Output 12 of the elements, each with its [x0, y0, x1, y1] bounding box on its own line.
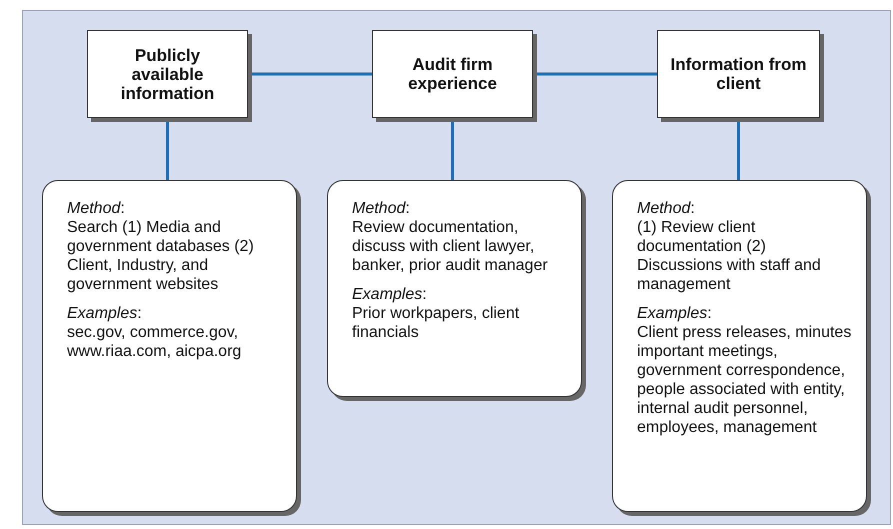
- detail-text: (1) Review client documentation (2) Discussions with staff and management: [637, 218, 822, 294]
- detail-text: Prior workpapers, client financials: [352, 304, 520, 342]
- section-label: Method:: [67, 199, 126, 218]
- section-label: Method:: [352, 199, 411, 218]
- section-label: Examples:: [637, 304, 713, 323]
- section-label: Examples:: [67, 304, 143, 323]
- detail-text: Search (1) Media and government databases (2) Client, Industry, and government websites: [67, 218, 255, 294]
- detail-text: sec.gov, commerce.gov, www.riaa.com, aicpa.org: [67, 323, 242, 361]
- detail-text: Review documentation, discuss with client lawyer, banker, prior audit manager: [352, 218, 549, 275]
- section-label: Method:: [637, 199, 696, 218]
- section-label: Examples:: [352, 285, 428, 304]
- detail-text: Client press releases, minutes important meetings, government correspondence, people associated with entity, internal audit personnel, employees, management: [637, 323, 852, 437]
